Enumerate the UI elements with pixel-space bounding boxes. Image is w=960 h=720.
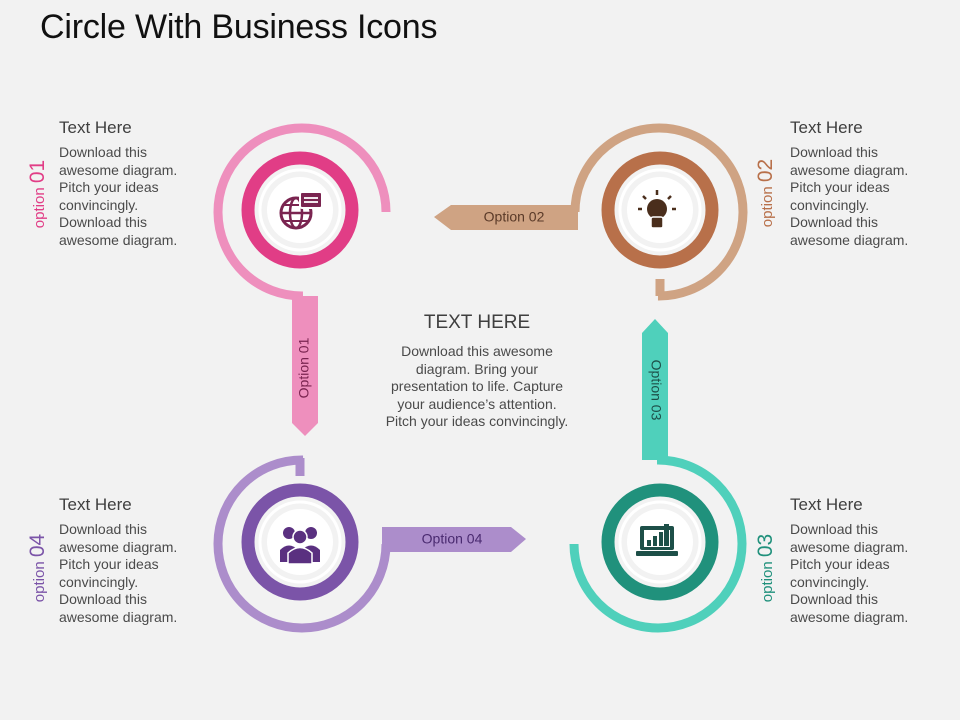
center-body: Download this awesome diagram. Bring you… bbox=[385, 343, 569, 430]
option-03-side-label-prefix: option bbox=[759, 561, 776, 603]
option-03-heading: Text Here bbox=[790, 495, 863, 514]
option-04-spiral-arc bbox=[213, 455, 391, 633]
option-02-text-block: Text Here Download this awesome diagram.… bbox=[790, 118, 950, 250]
option-01-arrow bbox=[292, 296, 318, 436]
option-02-side-label: option 02 bbox=[754, 133, 778, 253]
option-01-side-label-prefix: option bbox=[31, 187, 48, 229]
option-01-text-block: Text Here Download this awesome diagram.… bbox=[59, 118, 219, 250]
option-04-heading: Text Here bbox=[59, 495, 132, 514]
option-03-arrow-label: Option 03 bbox=[648, 360, 664, 421]
option-02-ring bbox=[601, 151, 719, 269]
option-01-body: Download this awesome diagram. Pitch you… bbox=[59, 144, 178, 248]
option-04-arrow-label: Option 04 bbox=[422, 531, 483, 547]
option-03-body: Download this awesome diagram. Pitch you… bbox=[790, 521, 909, 625]
option-04-inner-ring bbox=[258, 500, 342, 584]
option-01-side-label-num: 01 bbox=[26, 159, 49, 184]
option-02-arrow bbox=[434, 205, 578, 230]
option-01-node bbox=[213, 123, 391, 301]
option-01-ring bbox=[241, 151, 359, 269]
center-heading: TEXT HERE bbox=[423, 312, 531, 333]
page-title: Circle With Business Icons bbox=[40, 8, 438, 46]
option-03-inner-ring bbox=[618, 500, 702, 584]
option-04-node bbox=[213, 455, 391, 633]
lightbulb-icon bbox=[638, 190, 676, 229]
option-03-side-label-num: 03 bbox=[754, 533, 777, 558]
option-01-inner-ring bbox=[258, 168, 342, 252]
option-01-arrow-label: Option 01 bbox=[296, 337, 312, 398]
option-03-ring bbox=[601, 483, 719, 601]
option-04-side-label-num: 04 bbox=[26, 533, 49, 558]
laptop-chart-icon bbox=[636, 524, 678, 556]
option-04-text-block: Text Here Download this awesome diagram.… bbox=[59, 495, 219, 627]
center-text-block: TEXT HERE Download this awesome diagram.… bbox=[380, 312, 574, 431]
option-02-heading: Text Here bbox=[790, 118, 863, 137]
option-02-arrow-label: Option 02 bbox=[484, 209, 545, 225]
option-02-side-label-prefix: option bbox=[759, 186, 776, 228]
option-02-inner-ring bbox=[618, 168, 702, 252]
option-03-spiral-arc bbox=[569, 455, 747, 633]
team-icon bbox=[280, 527, 320, 565]
option-01-heading: Text Here bbox=[59, 118, 132, 137]
option-01-spiral-arc bbox=[213, 123, 391, 301]
option-04-side-label-prefix: option bbox=[31, 561, 48, 603]
globe-chat-icon bbox=[279, 191, 323, 230]
option-01-icon-disc bbox=[267, 177, 333, 243]
option-02-node bbox=[570, 123, 748, 301]
option-02-side-label-num: 02 bbox=[754, 158, 777, 183]
option-03-text-block: Text Here Download this awesome diagram.… bbox=[790, 495, 950, 627]
option-03-node bbox=[569, 455, 747, 633]
option-04-ring bbox=[241, 483, 359, 601]
option-01-side-label: option 01 bbox=[26, 134, 50, 254]
option-03-arrow bbox=[642, 319, 668, 460]
option-02-body: Download this awesome diagram. Pitch you… bbox=[790, 144, 909, 248]
option-03-side-label: option 03 bbox=[754, 508, 778, 628]
option-02-spiral-arc bbox=[570, 123, 748, 301]
option-04-side-label: option 04 bbox=[26, 508, 50, 628]
option-04-arrow bbox=[382, 527, 526, 552]
option-04-body: Download this awesome diagram. Pitch you… bbox=[59, 521, 178, 625]
